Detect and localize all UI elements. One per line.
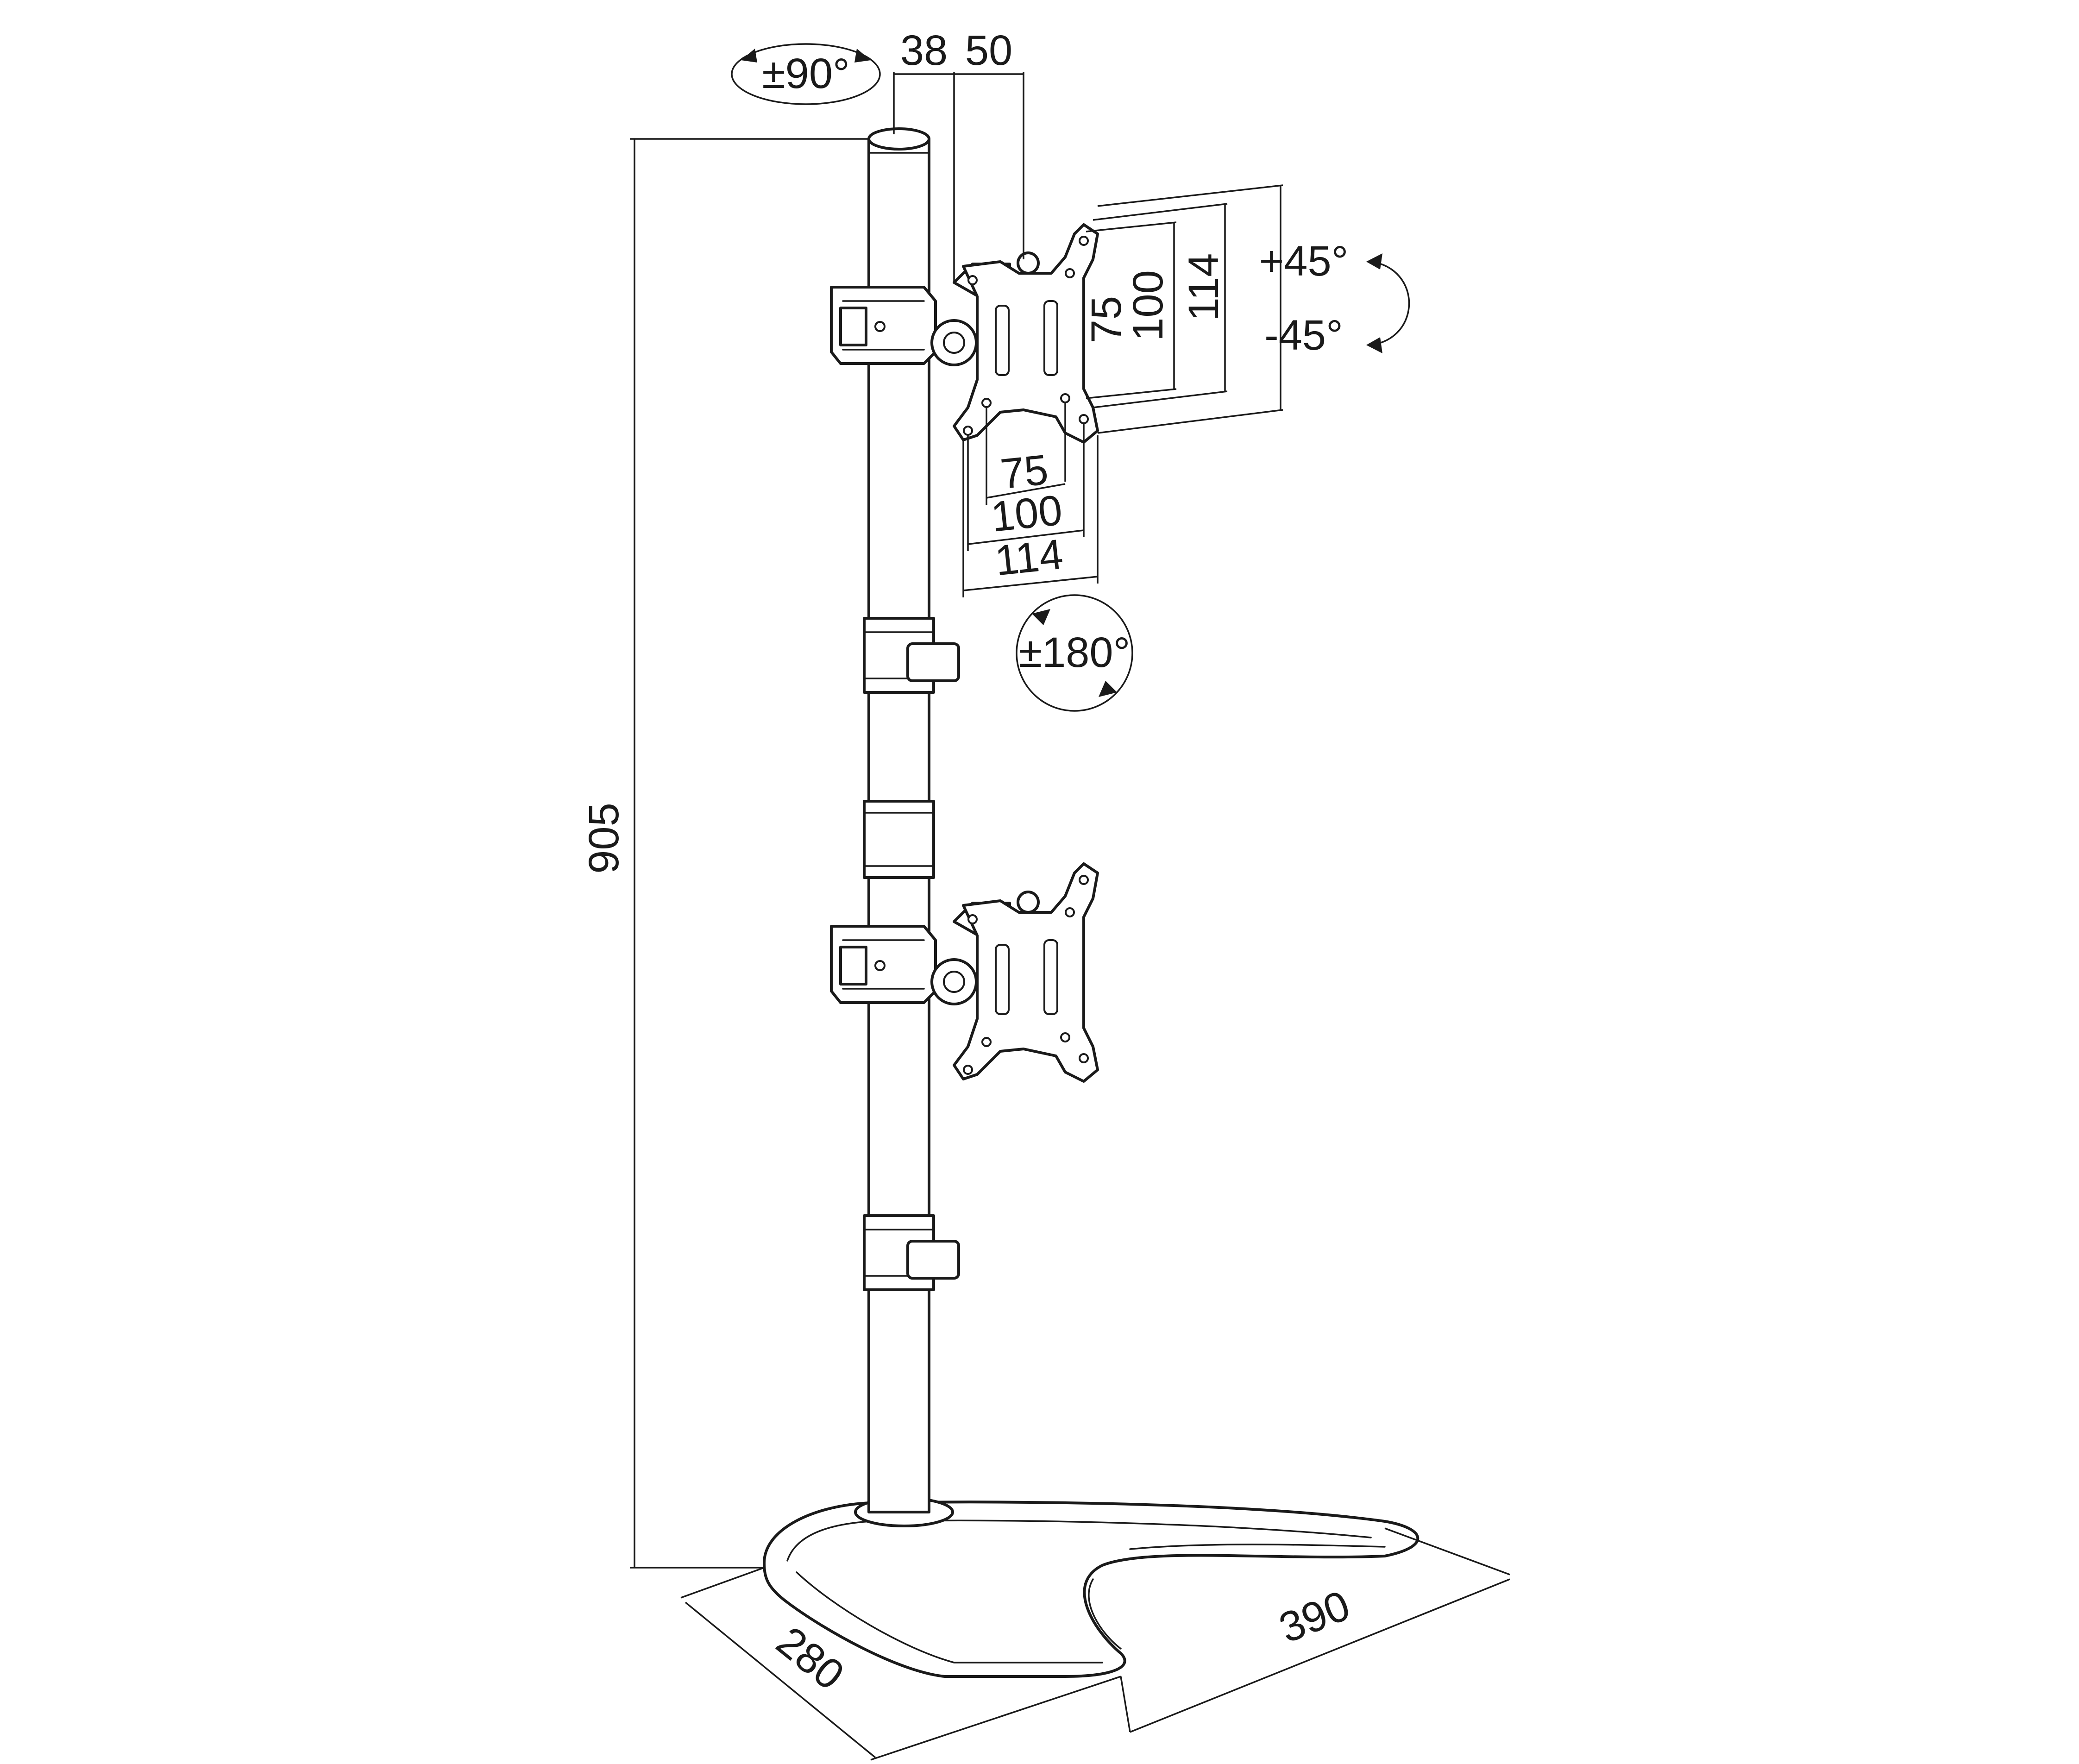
height-label: 905 xyxy=(580,803,628,874)
rotate-label: ±180° xyxy=(1019,629,1131,676)
dimension-lines xyxy=(630,72,1510,1761)
offset-38-label: 38 xyxy=(900,27,948,74)
tilt-symbol xyxy=(1366,253,1410,353)
base-width-label: 390 xyxy=(1273,1582,1357,1652)
vesa-h-114-label: 114 xyxy=(992,531,1065,585)
vesa-h-100-label: 100 xyxy=(989,486,1064,540)
vesa-h-75-label: 75 xyxy=(999,446,1050,498)
swivel-symbol xyxy=(731,43,881,105)
vesa-v-114-label: 114 xyxy=(1180,253,1227,321)
upper-mount xyxy=(830,223,1099,444)
lower-mount xyxy=(830,862,1099,1083)
cable-clip-lower xyxy=(863,1214,960,1291)
stand-base xyxy=(763,1497,1419,1678)
offset-50-label: 50 xyxy=(965,27,1012,74)
swivel-label: ±90° xyxy=(762,50,850,97)
vesa-v-100-label: 100 xyxy=(1124,270,1172,341)
tilt-down-label: -45° xyxy=(1264,312,1343,359)
pole-joint xyxy=(863,800,935,879)
cable-clip-upper xyxy=(863,617,960,694)
rotate-symbol xyxy=(1016,594,1133,712)
tilt-up-label: +45° xyxy=(1259,238,1349,285)
vesa-v-75-label: 75 xyxy=(1083,296,1130,343)
